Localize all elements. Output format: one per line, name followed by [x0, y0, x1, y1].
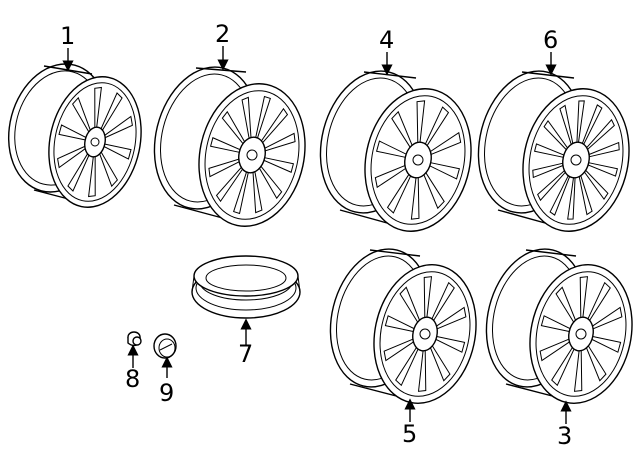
callout-5: 5 [402, 420, 417, 448]
spare-wheel-7 [191, 255, 301, 319]
callout-9: 9 [159, 379, 174, 407]
wheel-1 [7, 63, 142, 208]
wheel-4 [319, 70, 472, 232]
callout-1: 1 [60, 22, 75, 50]
callout-8: 8 [125, 365, 140, 393]
wheel-3 [485, 248, 633, 404]
callout-arrows [62, 46, 572, 424]
wheel-2 [153, 66, 306, 227]
wheel-6 [477, 70, 630, 232]
callout-3: 3 [557, 422, 572, 450]
callout-6: 6 [543, 26, 558, 54]
callout-4: 4 [379, 26, 394, 54]
wheel-5 [329, 248, 477, 404]
valve-stem-8 [127, 331, 142, 347]
center-cap-9 [153, 333, 177, 359]
callout-7: 7 [238, 340, 253, 368]
callout-2: 2 [215, 20, 230, 48]
